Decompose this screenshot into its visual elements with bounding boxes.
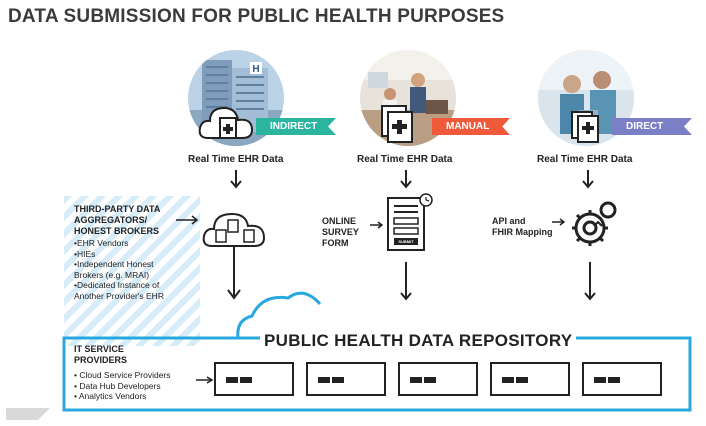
hospital-building-image: H — [188, 50, 284, 146]
right-arrow-icon — [176, 215, 199, 225]
list-item: •Independent Honest — [74, 259, 154, 269]
submit-label: SUBMIT — [398, 239, 414, 244]
server-box — [582, 362, 662, 396]
it-service-heading: IT SERVICE PROVIDERS — [74, 344, 128, 365]
down-arrow-icon — [230, 170, 242, 189]
cloud-document-icon — [198, 106, 254, 139]
list-item: • Analytics Vendors — [74, 391, 147, 401]
repository-title: PUBLIC HEALTH DATA REPOSITORY — [260, 331, 577, 351]
server-box — [306, 362, 386, 396]
list-item: Another Provider's EHR — [74, 290, 164, 301]
down-arrow-icon — [400, 170, 412, 189]
down-arrow-icon — [400, 262, 412, 301]
survey-form-icon — [387, 193, 433, 251]
third-party-list: •EHR Vendors •HIEs •Independent Honest B… — [74, 238, 164, 301]
manual-document-icon — [381, 105, 413, 143]
hatch-pattern — [64, 196, 200, 346]
right-arrow-icon — [552, 218, 566, 226]
ehr-label-direct: Real Time EHR Data — [537, 154, 633, 165]
api-label: API and FHIR Mapping — [492, 216, 553, 237]
direct-ribbon: DIRECT — [612, 118, 692, 135]
down-arrow-icon — [582, 170, 594, 189]
it-service-list: • Cloud Service Providers • Data Hub Dev… — [74, 370, 171, 402]
list-item: •Dedicated Instance of — [74, 280, 160, 290]
list-item: • Data Hub Developers — [74, 380, 161, 391]
list-item: • Cloud Service Providers — [74, 370, 171, 380]
svg-text:H: H — [252, 64, 259, 75]
list-item: •HIEs — [74, 248, 96, 259]
server-box — [398, 362, 478, 396]
ehr-label-manual: Real Time EHR Data — [357, 154, 453, 165]
list-item: Brokers (e.g. MRAI) — [74, 269, 150, 280]
manual-ribbon: MANUAL — [432, 118, 510, 135]
right-arrow-icon — [370, 221, 384, 229]
list-item: •EHR Vendors — [74, 238, 129, 248]
survey-label: ONLINE SURVEY FORM — [322, 216, 359, 248]
aggregator-cloud-icon — [202, 212, 266, 300]
indirect-ribbon: INDIRECT — [256, 118, 336, 135]
ehr-label-indirect: Real Time EHR Data — [188, 154, 284, 165]
gear-icon — [572, 201, 617, 246]
page-title: DATA SUBMISSION FOR PUBLIC HEALTH PURPOS… — [8, 6, 505, 27]
right-arrow-icon — [196, 376, 214, 384]
server-box — [214, 362, 294, 396]
server-box — [490, 362, 570, 396]
third-party-heading: THIRD-PARTY DATA AGGREGATORS/ HONEST BRO… — [74, 204, 161, 236]
direct-document-icon — [571, 111, 599, 143]
down-arrow-icon — [584, 262, 596, 301]
